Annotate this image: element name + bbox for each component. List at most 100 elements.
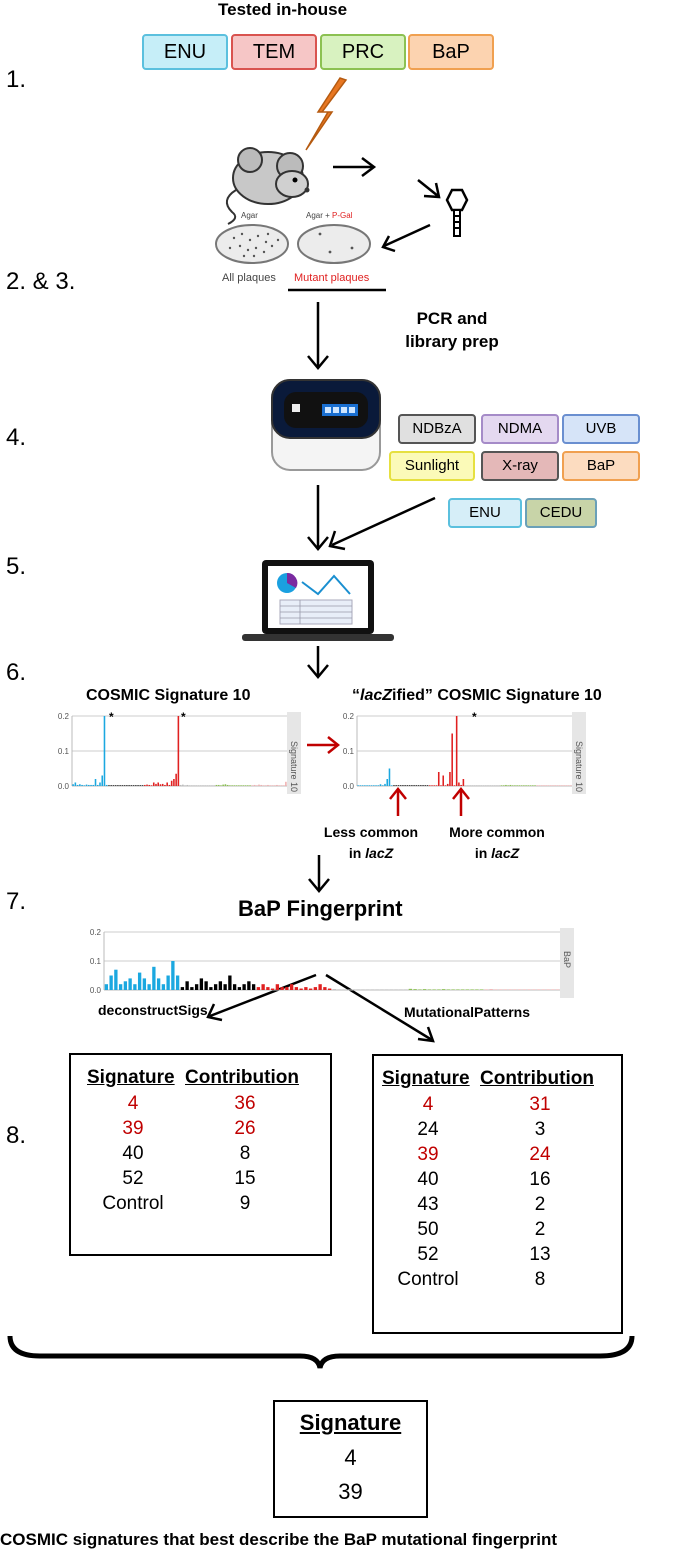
laczified-chart-bar (458, 782, 460, 786)
sig10-chart-bar (137, 785, 139, 786)
mouse-to-phage-arrow (333, 157, 377, 177)
laczified-chart-bar (570, 785, 572, 786)
bap-chart-bar (175, 975, 180, 990)
sig10-chart-bar (117, 785, 119, 786)
bap-chart-bar (242, 984, 246, 990)
bap-chart-ytick: 0.2 (90, 928, 102, 937)
sig10-chart-bar (132, 785, 135, 786)
laczified-chart-bar (554, 785, 556, 786)
sig10-chart-bar (155, 783, 157, 786)
sig10-chart-bar (247, 785, 249, 786)
laczified-chart-bar (520, 785, 523, 786)
bap-chart-bar (522, 989, 527, 990)
contribution-cell: 31 (529, 1094, 551, 1115)
step-5-label: 5. (6, 553, 27, 580)
bap-chart-bar (413, 989, 417, 990)
laczified-chart-bar (482, 785, 485, 786)
public-data-tag: CEDU (525, 498, 597, 528)
sig10-chart-bar (184, 785, 186, 786)
consensus-signature-box: Signature 4 39 (273, 1400, 428, 1518)
step-2-3-label: 2. & 3. (6, 268, 76, 295)
laczified-chart-bar (431, 785, 433, 786)
sig10-chart-bar (206, 785, 209, 786)
bap-chart-bar (418, 989, 422, 990)
contribution-cell: 2 (534, 1219, 546, 1240)
contribution-cell: 3 (534, 1119, 546, 1140)
bap-chart-bar (365, 989, 370, 990)
radiation-bolt-icon (305, 77, 348, 151)
contribution-cell: 15 (234, 1168, 256, 1189)
laczified-chart-bar (413, 785, 415, 786)
sig10-chart-bar (253, 784, 256, 786)
bap-chart-bar (180, 987, 185, 990)
sig10-chart-ytick: 0.2 (58, 712, 70, 721)
sig10-chart-bar (240, 785, 242, 786)
bap-chart-bar (546, 989, 550, 990)
sig10-chart-bar (186, 784, 189, 786)
laczified-chart-bar (435, 785, 438, 786)
sig10-chart-bar (108, 785, 110, 786)
bap-chart-bar (375, 989, 379, 990)
mutant-plaques-label: Mutant plaques (294, 272, 370, 284)
bap-chart-bar (479, 989, 484, 990)
laczified-chart-bar (444, 785, 447, 786)
public-data-tag: Sunlight (389, 451, 475, 481)
bap-chart-bar (456, 989, 460, 990)
sig10-chart-bar (103, 716, 106, 786)
laczified-chart-bar (377, 785, 380, 786)
bap-chart-bar (247, 981, 251, 990)
laczified-chart-bar (478, 785, 480, 786)
sig10-chart-bar (81, 784, 83, 786)
laczified-chart-bar (359, 785, 362, 786)
more-common-arrow (452, 786, 470, 816)
sig10-chart-bar (101, 775, 104, 786)
bap-chart-bar (494, 989, 498, 990)
laczified-chart-bar (424, 785, 427, 786)
sig10-chart-bar (96, 784, 99, 786)
laczified-chart-bar (487, 785, 489, 786)
signature-cell: 39 (122, 1118, 144, 1139)
sig10-chart-bar (99, 782, 101, 786)
bap-chart-ytick: 0.1 (90, 957, 102, 966)
bap-chart-bar (237, 987, 242, 990)
combine-brace (7, 1335, 635, 1369)
bap-chart-bar (508, 989, 512, 990)
laczified-chart-bar (523, 785, 525, 786)
bap-chart-bar (128, 978, 132, 990)
inhouse-tag: TEM (231, 34, 317, 70)
laczified-chart-strip (572, 712, 586, 794)
plaque-dots (228, 232, 354, 258)
sig10-chart-bar (74, 782, 77, 786)
bap-chart-bar (489, 989, 493, 990)
laczified-chart-bar (460, 784, 462, 786)
bap-chart-bar (408, 988, 413, 990)
bap-chart-bar (304, 987, 308, 990)
sig10-chart-ytick: 0.0 (58, 782, 70, 791)
agar-pgal-label: Agar + P-Gal (306, 211, 353, 220)
laczified-chart-bar (543, 785, 545, 786)
inhouse-tag: PRC (320, 34, 406, 70)
laczified-chart-bar (386, 779, 389, 786)
mutationalpatterns-label: MutationalPatterns (404, 1004, 531, 1020)
sig10-chart-strip (287, 712, 301, 794)
sig10-chart-bar (114, 785, 117, 786)
bottom-caption: COSMIC signatures that best describe the… (0, 1530, 557, 1549)
sig10-chart-bar (152, 782, 155, 786)
bap-chart-bar (541, 989, 546, 990)
laczified-sig10-title: “lacZified” COSMIC Signature 10 (352, 687, 602, 704)
bap-chart-strip (560, 928, 574, 998)
contribution-cell: 16 (529, 1169, 551, 1190)
sig10-chart-bar (258, 784, 260, 786)
sig10-chart-bar (271, 785, 274, 786)
sig10-chart-bar (278, 785, 280, 786)
sig10-chart-bar (282, 785, 285, 786)
pcr-arrow (307, 302, 329, 370)
agar-label: Agar (241, 211, 258, 220)
column-header: Signature (87, 1067, 175, 1088)
agar-plates (215, 224, 371, 264)
sig10-chart-bar (264, 785, 267, 786)
bap-chart-bar (337, 989, 341, 990)
inhouse-tag: BaP (408, 34, 494, 70)
consensus-header: Signature (299, 1410, 402, 1435)
bap-chart-bar (536, 989, 541, 990)
